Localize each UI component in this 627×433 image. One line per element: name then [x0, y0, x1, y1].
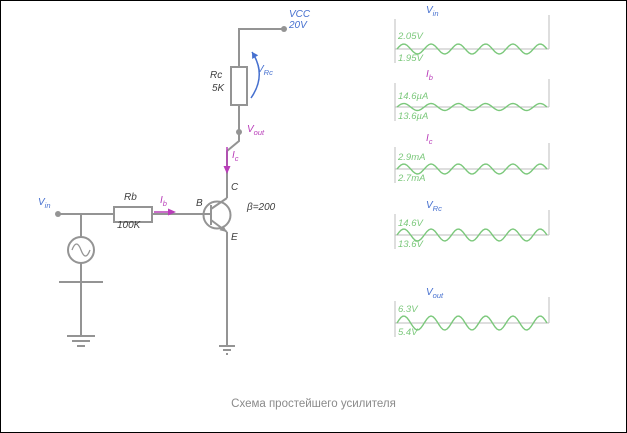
scope-2-name: Ib	[426, 69, 433, 82]
scope-3-max: 2.9mA	[398, 152, 426, 163]
vcc-label: VCC	[289, 9, 311, 20]
figure-caption: Схема простейшего усилителя	[231, 398, 396, 410]
scope-1-name: Vin	[426, 5, 439, 18]
scope-waveform-1	[396, 43, 548, 55]
rb-label: Rb	[124, 192, 137, 203]
resistor-rb	[113, 206, 153, 223]
emitter-ground-icon	[219, 345, 235, 355]
ib-label: Ib	[160, 195, 167, 208]
ac-source	[67, 236, 95, 264]
vin-node-dot	[55, 211, 61, 217]
vcc-node-dot	[281, 26, 287, 32]
scope-5-min: 5.4V	[398, 327, 418, 338]
scope-2-min: 13.6µA	[398, 111, 429, 122]
rc-label: Rc	[210, 70, 223, 81]
scope-5-name: Vout	[426, 287, 444, 300]
scope-4-name: VRc	[426, 200, 442, 213]
scope-waveform-3	[396, 163, 548, 175]
scope-5-max: 6.3V	[398, 304, 418, 315]
node-dots	[55, 26, 287, 217]
vrc-arrow-icon	[250, 51, 260, 99]
scope-1-max: 2.05V	[398, 31, 423, 42]
emitter-terminal-label: E	[231, 232, 238, 243]
scope-3-name: Ic	[426, 133, 433, 146]
vout-node-dot	[236, 129, 242, 135]
scope-waveform-4	[396, 228, 548, 242]
ib-arrow-icon	[154, 208, 176, 216]
scope-4-min: 13.6V	[398, 239, 423, 250]
vout-label: Vout	[247, 124, 265, 137]
scope-axes	[394, 15, 550, 337]
collector-terminal-label: C	[231, 182, 239, 193]
resistor-rc	[230, 66, 248, 106]
vcc-value-label: 20V	[289, 20, 307, 31]
vrc-label: VRc	[257, 64, 273, 77]
ic-label: Ic	[232, 150, 239, 163]
sine-icon	[71, 243, 91, 257]
scope-3-min: 2.7mA	[398, 173, 426, 184]
base-terminal-label: B	[196, 198, 203, 209]
source-ground-icon	[59, 281, 103, 347]
wires	[58, 28, 284, 346]
scope-waveform-5	[396, 315, 548, 331]
ic-arrow-icon	[223, 147, 231, 174]
emitter-arrow-icon	[219, 225, 227, 232]
rb-value-label: 100K	[117, 220, 141, 231]
vin-label: Vin	[38, 197, 51, 210]
scope-2-max: 14.6µA	[398, 91, 429, 102]
rc-value-label: 5K	[212, 83, 225, 94]
scope-waveform-2	[396, 102, 548, 112]
transistor-npn	[202, 197, 232, 233]
scope-1-min: 1.95V	[398, 53, 423, 64]
scope-4-max: 14.6V	[398, 218, 423, 229]
beta-label: β=200	[247, 202, 276, 213]
scope-waveforms	[396, 43, 548, 331]
